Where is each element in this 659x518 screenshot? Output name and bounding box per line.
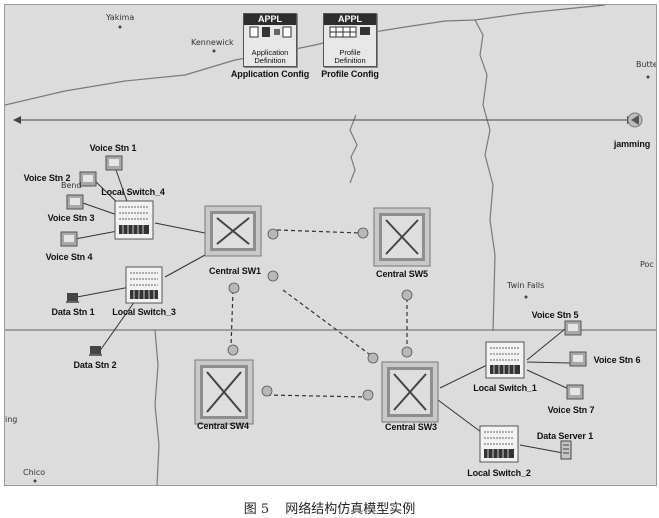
jamming-line bbox=[13, 116, 635, 124]
voice-station-icon bbox=[66, 194, 84, 210]
jamming-icon bbox=[627, 112, 643, 128]
central-switch-icon bbox=[204, 205, 262, 257]
node-label-local-switch-4: Local Switch_4 bbox=[101, 187, 165, 197]
city-markers bbox=[33, 25, 650, 483]
node-label-voice-stn-1: Voice Stn 1 bbox=[89, 143, 137, 153]
city-label-poc: Poc bbox=[640, 260, 654, 269]
node-label-local-switch-3: Local Switch_3 bbox=[112, 307, 176, 317]
city-label-twin-falls: Twin Falls bbox=[507, 281, 545, 290]
node-label-voice-stn-6: Voice Stn 6 bbox=[593, 355, 641, 365]
node-label-data-stn-1: Data Stn 1 bbox=[51, 307, 95, 317]
node-label-voice-stn-2: Voice Stn 2 bbox=[23, 173, 71, 183]
node-label-voice-stn-5: Voice Stn 5 bbox=[531, 310, 579, 320]
network-canvas[interactable]: Yakima Kennewick Twin Falls Chico Butte … bbox=[4, 4, 657, 486]
voice-station-icon bbox=[566, 384, 584, 400]
city-label-ing: ing bbox=[5, 415, 18, 424]
node-label-data-server-1: Data Server 1 bbox=[536, 431, 594, 441]
central-switch-icon bbox=[373, 207, 431, 267]
local-switch-icon bbox=[114, 200, 154, 240]
profile-definition-text: Profile Definition bbox=[324, 49, 376, 65]
data-station-icon bbox=[89, 346, 102, 356]
profile-config-node[interactable]: APPL Profile Definition bbox=[323, 13, 377, 67]
central-switch-icon bbox=[381, 361, 439, 423]
voice-station-icon bbox=[564, 320, 582, 336]
node-label-local-switch-1: Local Switch_1 bbox=[473, 383, 537, 393]
voice-station-icon bbox=[60, 231, 78, 247]
profile-config-label: Profile Config bbox=[321, 69, 379, 79]
node-label-central-sw1: Central SW1 bbox=[209, 266, 261, 276]
city-label-chico: Chico bbox=[23, 468, 46, 477]
voice-station-icon bbox=[569, 351, 587, 367]
application-definition-icon bbox=[249, 26, 292, 38]
figure-title: 网络结构仿真模型实例 bbox=[285, 502, 416, 517]
dashed-links bbox=[230, 229, 408, 398]
application-config-node[interactable]: APPL Application Definition bbox=[243, 13, 297, 67]
city-label-yakima: Yakima bbox=[106, 13, 135, 22]
appl-header: APPL bbox=[324, 14, 376, 25]
local-switch-icon bbox=[479, 425, 519, 463]
application-definition-line1: Application bbox=[251, 48, 289, 57]
link-endpoint-icons bbox=[227, 227, 413, 401]
local-switch-icon bbox=[125, 266, 163, 304]
local-switch-icon bbox=[485, 341, 525, 379]
city-label-bend: Bend bbox=[61, 181, 82, 190]
node-label-central-sw3: Central SW3 bbox=[385, 422, 437, 432]
appl-header: APPL bbox=[244, 14, 296, 25]
voice-station-icon bbox=[105, 155, 123, 171]
city-label-kennewick: Kennewick bbox=[191, 38, 234, 47]
figure-caption: 图 5 网络结构仿真模型实例 bbox=[0, 498, 659, 517]
node-label-local-switch-2: Local Switch_2 bbox=[467, 468, 531, 478]
profile-definition-line2: Definition bbox=[334, 56, 366, 65]
application-definition-line2: Definition bbox=[254, 56, 286, 65]
node-label-central-sw4: Central SW4 bbox=[197, 421, 249, 431]
node-label-voice-stn-3: Voice Stn 3 bbox=[47, 213, 95, 223]
profile-definition-line1: Profile bbox=[339, 48, 361, 57]
data-server-icon bbox=[560, 440, 572, 460]
city-label-butte: Butte bbox=[636, 60, 657, 69]
figure-number: 图 5 bbox=[243, 502, 270, 517]
application-definition-text: Application Definition bbox=[244, 49, 296, 65]
node-label-data-stn-2: Data Stn 2 bbox=[73, 360, 117, 370]
profile-definition-icon bbox=[329, 26, 370, 38]
node-label-voice-stn-7: Voice Stn 7 bbox=[547, 405, 595, 415]
node-label-voice-stn-4: Voice Stn 4 bbox=[45, 252, 93, 262]
data-station-icon bbox=[66, 293, 79, 303]
voice-station-icon bbox=[79, 171, 97, 187]
node-label-central-sw5: Central SW5 bbox=[376, 269, 428, 279]
jamming-label: jamming bbox=[613, 139, 651, 149]
application-config-label: Application Config bbox=[230, 69, 310, 79]
network-diagram bbox=[5, 5, 656, 485]
central-switch-icon bbox=[194, 359, 254, 425]
